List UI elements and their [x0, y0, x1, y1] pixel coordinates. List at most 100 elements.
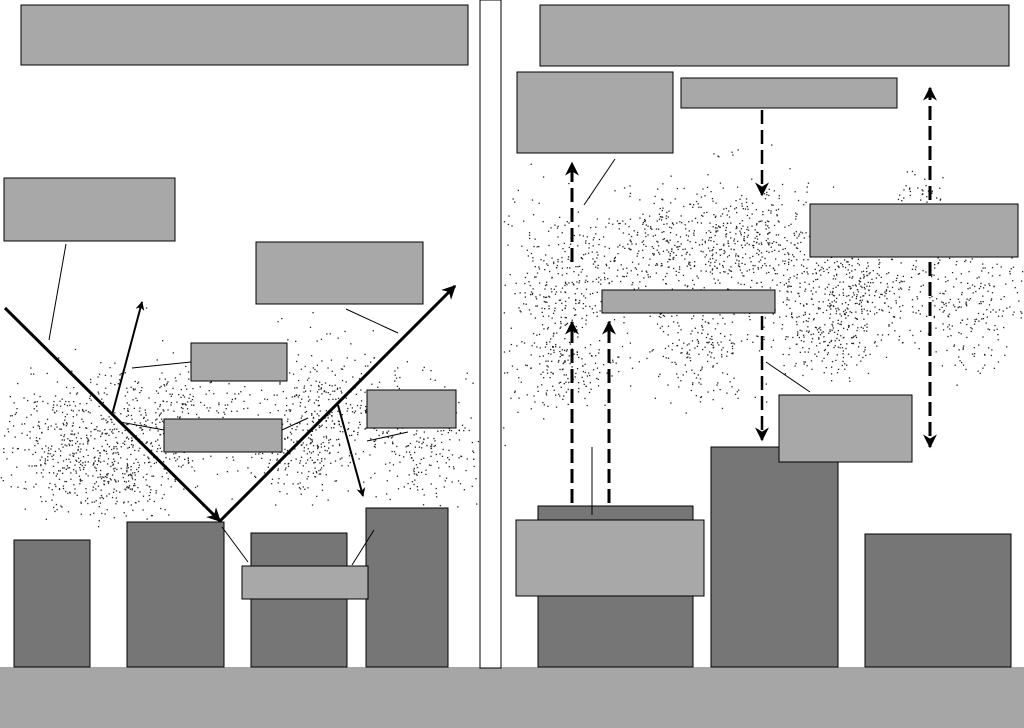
particle-dot — [669, 259, 671, 261]
particle-dot — [571, 366, 573, 368]
particle-dot — [723, 271, 725, 273]
particle-dot — [59, 428, 61, 430]
particle-dot — [262, 452, 264, 455]
particle-dot — [80, 513, 82, 515]
particle-dot — [751, 178, 753, 180]
particle-dot — [991, 349, 993, 351]
particle-dot — [335, 480, 338, 482]
particle-dot — [96, 383, 98, 385]
particle-dot — [851, 337, 853, 339]
particle-dot — [715, 224, 717, 226]
particle-dot — [532, 257, 534, 259]
particle-dot — [958, 349, 960, 351]
particle-dot — [690, 389, 692, 392]
particle-dot — [585, 385, 587, 387]
particle-dot — [247, 407, 249, 409]
particle-dot — [965, 259, 967, 261]
particle-dot — [669, 253, 671, 255]
particle-dot — [449, 439, 451, 441]
particle-dot — [917, 273, 920, 275]
particle-dot — [976, 277, 978, 279]
particle-dot — [781, 324, 784, 326]
particle-dot — [711, 352, 713, 354]
particle-dot — [743, 283, 745, 286]
particle-dot — [787, 336, 789, 338]
particle-dot — [716, 384, 718, 386]
particle-dot — [653, 202, 655, 205]
particle-dot — [667, 251, 670, 253]
particle-dot — [625, 275, 628, 277]
particle-dot — [837, 330, 839, 332]
particle-dot — [700, 222, 703, 224]
particle-dot — [685, 253, 687, 255]
particle-dot — [525, 364, 527, 366]
particle-dot — [829, 291, 832, 293]
particle-dot — [142, 476, 145, 478]
particle-dot — [842, 360, 844, 363]
particle-dot — [23, 487, 25, 490]
particle-dot — [504, 444, 506, 447]
particle-dot — [536, 334, 538, 336]
particle-dot — [909, 190, 911, 193]
particle-dot — [447, 457, 449, 459]
particle-dot — [773, 224, 776, 227]
particle-dot — [243, 408, 245, 410]
particle-dot — [988, 347, 990, 349]
particle-dot — [711, 269, 713, 271]
particle-dot — [832, 291, 834, 293]
particle-dot — [445, 462, 447, 464]
particle-dot — [101, 445, 103, 448]
particle-dot — [303, 447, 305, 449]
particle-dot — [307, 487, 309, 489]
particle-dot — [555, 302, 557, 304]
particle-dot — [70, 478, 72, 480]
particle-dot — [98, 457, 100, 459]
particle-dot — [960, 273, 962, 275]
particle-dot — [1012, 280, 1014, 282]
particle-dot — [183, 396, 186, 398]
particle-dot — [896, 277, 898, 279]
particle-dot — [668, 266, 670, 268]
particle-dot — [806, 191, 808, 193]
particle-dot — [660, 316, 662, 319]
particle-dot — [895, 300, 897, 302]
particle-dot — [868, 273, 870, 275]
particle-dot — [730, 237, 732, 239]
particle-dot — [730, 205, 732, 207]
particle-dot — [701, 366, 703, 368]
particle-dot — [416, 474, 418, 476]
particle-dot — [681, 222, 683, 224]
particle-dot — [341, 392, 343, 394]
particle-dot — [718, 226, 721, 228]
particle-dot — [534, 266, 536, 268]
particle-dot — [133, 462, 135, 464]
particle-dot — [980, 301, 982, 303]
particle-dot — [658, 228, 660, 230]
particle-dot — [46, 372, 48, 375]
particle-dot — [284, 469, 286, 471]
particle-dot — [175, 380, 177, 382]
particle-dot — [742, 275, 744, 277]
particle-dot — [159, 387, 161, 389]
particle-dot — [286, 404, 288, 407]
particle-dot — [671, 349, 673, 351]
particle-dot — [649, 215, 651, 217]
particle-dot — [147, 456, 149, 458]
particle-dot — [317, 447, 319, 450]
particle-dot — [688, 343, 690, 345]
particle-dot — [616, 275, 618, 277]
particle-dot — [399, 376, 401, 379]
particle-dot — [868, 285, 871, 287]
particle-dot — [667, 384, 669, 386]
particle-dot — [304, 406, 306, 408]
particle-dot — [842, 350, 844, 352]
particle-dot — [382, 432, 384, 435]
particle-dot — [510, 397, 512, 399]
particle-dot — [966, 323, 968, 326]
particle-dot — [833, 262, 836, 264]
particle-dot — [750, 286, 752, 288]
particle-dot — [856, 318, 858, 320]
particle-dot — [95, 488, 97, 490]
particle-dot — [833, 275, 835, 277]
particle-dot — [844, 368, 846, 370]
